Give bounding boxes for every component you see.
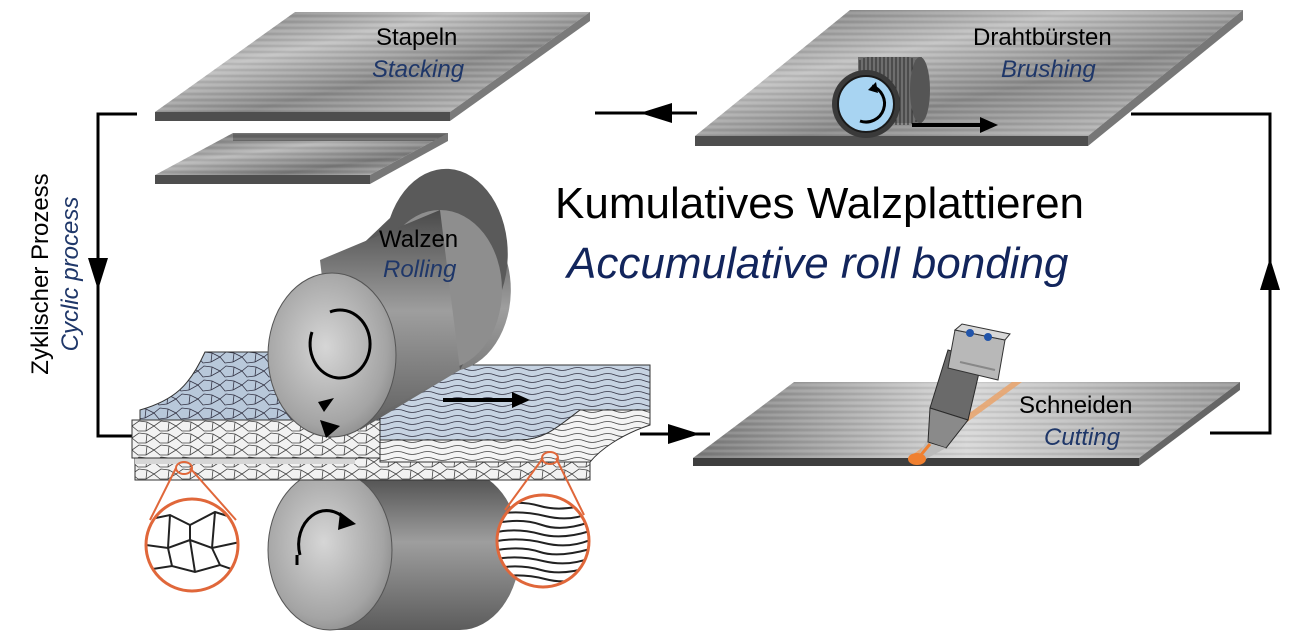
cutting-label: Schneiden [1019,392,1133,419]
brushing-label: Drahtbürsten [973,24,1112,51]
laser-cutter-head [908,323,1011,465]
rolling-assembly [131,168,651,631]
rolling-label: Walzen [379,226,459,253]
diagram-title: Kumulatives Walzplattieren [555,179,1085,228]
arrow-left-icon [640,103,672,123]
wire-brush [832,57,998,138]
cycle-arrowheads [88,103,1280,444]
cycle-label-en: Cyclic process [57,196,84,352]
arrow-right-icon [668,424,700,444]
rolling-label-en: Rolling [383,256,457,283]
cycle-label-de: Zyklischer Prozess [27,173,54,375]
diagram-subtitle: Accumulative roll bonding [567,239,1069,288]
stacking-label-en: Stacking [372,56,465,83]
stacking-label: Stapeln [376,24,458,51]
stacking-plates [155,12,590,184]
arrow-down-icon [88,258,108,290]
arrow-up-icon [1260,258,1280,290]
brushing-plate [695,10,1243,146]
cutting-label-en: Cutting [1044,424,1121,451]
brushing-label-en: Brushing [1001,56,1096,83]
microstructure-magnifiers [144,451,591,593]
